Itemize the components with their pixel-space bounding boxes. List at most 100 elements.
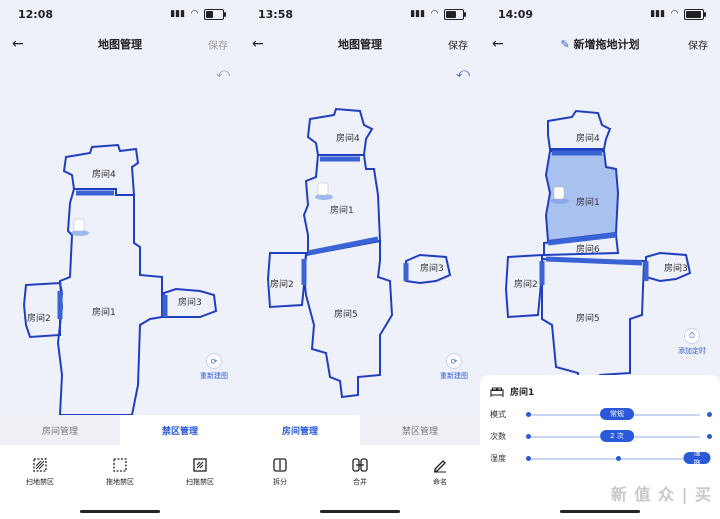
slider-thumb[interactable]: 常规 — [600, 408, 634, 420]
tool-label: 合并 — [353, 478, 367, 486]
room-outline-2 — [22, 281, 64, 339]
room-outline-1 — [56, 188, 163, 415]
slider-thumb[interactable]: 湿拖 — [683, 449, 711, 467]
undo-icon[interactable]: ⤺ — [456, 66, 470, 81]
home-indicator — [80, 510, 160, 513]
save-button[interactable]: 保存 — [688, 40, 708, 52]
room-label: 房间3 — [420, 262, 444, 274]
hatched-square-icon — [33, 458, 47, 472]
pencil-icon — [434, 460, 446, 473]
status-icons: ▮▮▮ ◠ — [650, 8, 706, 20]
status-icons: ▮▮▮ ◠ — [170, 8, 226, 20]
signal-icon: ▮▮▮ — [410, 9, 426, 19]
add-timer-button[interactable]: ⏱ 添加定时 — [678, 328, 706, 356]
signal-icon: ▮▮▮ — [650, 9, 666, 19]
wifi-icon: ◠ — [671, 9, 678, 19]
door-1-6 — [547, 232, 617, 246]
status-time: 12:08 — [18, 7, 54, 21]
slider-label: 模式 — [490, 410, 506, 419]
page-title-text: 新增拖地计划 — [573, 38, 640, 51]
room-label: 房间3 — [178, 296, 202, 308]
back-button[interactable]: ← — [12, 36, 24, 52]
battery-fill — [206, 10, 213, 18]
rebuild-icon: ⟳ — [446, 353, 462, 369]
tool-label: 拖地禁区 — [106, 478, 134, 486]
floor-map[interactable]: 房间4 房间1 房间6 房间2 房间3 房间5 — [480, 85, 720, 415]
tab-forbidden-zone-management[interactable]: 禁区管理 — [120, 415, 240, 445]
undo-icon[interactable]: ⤺ — [216, 66, 230, 81]
slider-track[interactable] — [526, 458, 700, 460]
tab-room-management[interactable]: 房间管理 — [240, 415, 360, 445]
back-button[interactable]: ← — [252, 36, 264, 52]
rebuild-map-button[interactable]: ⟳ 重新建图 — [440, 353, 468, 381]
wifi-icon: ◠ — [431, 9, 438, 19]
room-label: 房间1 — [576, 196, 600, 208]
robot-icon — [71, 218, 89, 236]
mop-forbidden-zone-button[interactable]: 拖地禁区 — [90, 457, 150, 487]
screen-new-mop-plan: 14:09 ▮▮▮ ◠ ← ✎ 新增拖地计划 保存 — [480, 0, 720, 519]
tool-label: 命名 — [433, 478, 447, 486]
room-label: 房间5 — [334, 308, 358, 320]
nav-bar: ← 地图管理 保存 — [240, 32, 480, 56]
status-icons: ▮▮▮ ◠ — [410, 8, 466, 20]
room-label: 房间2 — [27, 312, 51, 324]
nav-bar: ← ✎ 新增拖地计划 保存 — [480, 32, 720, 56]
humidity-slider[interactable]: 湿度 湿拖 — [490, 448, 711, 468]
slider-stop — [616, 456, 621, 461]
merge-icon — [352, 458, 368, 472]
split-icon — [273, 458, 287, 472]
tab-forbidden-zone-management[interactable]: 禁区管理 — [360, 415, 480, 445]
fab-label: 重新建图 — [200, 372, 228, 380]
tab-bar: 房间管理 禁区管理 — [240, 415, 480, 445]
room-label: 房间4 — [576, 132, 600, 144]
room-label: 房间4 — [336, 132, 360, 144]
battery-icon — [444, 8, 466, 20]
split-button[interactable]: 拆分 — [250, 457, 310, 487]
tool-label: 拆分 — [273, 478, 287, 486]
dashed-square-icon — [113, 458, 127, 472]
screen-map-management-room: 13:58 ▮▮▮ ◠ ← 地图管理 保存 ⤺ — [240, 0, 480, 519]
tab-bar: 房间管理 禁区管理 — [0, 415, 240, 445]
slider-thumb[interactable]: 2 次 — [600, 430, 634, 442]
pencil-icon: ✎ — [560, 38, 574, 51]
room-outline-3 — [405, 253, 452, 285]
striped-square-icon — [193, 458, 207, 472]
room-label: 房间5 — [576, 312, 600, 324]
slider-stop — [707, 434, 712, 439]
panel-header: 房间1 — [480, 375, 720, 402]
page-title: 地图管理 — [98, 38, 142, 51]
battery-fill — [446, 10, 456, 18]
slider-stop — [526, 434, 531, 439]
save-button[interactable]: 保存 — [448, 40, 468, 52]
alarm-clock-icon: ⏱ — [684, 328, 700, 344]
rebuild-icon: ⟳ — [206, 353, 222, 369]
floor-map[interactable]: 房间4 房间1 房间2 房间3 房间5 — [240, 85, 480, 415]
slider-label: 次数 — [490, 432, 506, 441]
tab-room-management[interactable]: 房间管理 — [0, 415, 120, 445]
rename-button[interactable]: 命名 — [410, 457, 470, 487]
bottom-sheet: 房间管理 禁区管理 拆分 合并 命名 — [240, 415, 480, 519]
wifi-icon: ◠ — [191, 9, 198, 19]
page-title: ✎ 新增拖地计划 — [480, 36, 720, 52]
room-label: 房间2 — [270, 278, 294, 290]
save-button[interactable]: 保存 — [208, 40, 228, 52]
tool-label: 扫地禁区 — [26, 478, 54, 486]
tool-row: 扫地禁区 拖地禁区 扫拖禁区 — [0, 445, 240, 487]
back-button[interactable]: ← — [492, 36, 504, 52]
room-outline-4 — [62, 143, 140, 196]
signal-icon: ▮▮▮ — [170, 9, 186, 19]
merge-button[interactable]: 合并 — [330, 457, 390, 487]
floor-map[interactable]: 房间4 房间1 房间2 房间3 — [0, 85, 240, 415]
room-settings-panel: 房间1 模式 常规 次数 2 次 湿度 湿拖 — [480, 375, 720, 519]
slider-label: 湿度 — [490, 454, 506, 463]
mode-slider[interactable]: 模式 常规 — [490, 404, 712, 424]
battery-fill — [686, 10, 701, 18]
sweep-forbidden-zone-button[interactable]: 扫地禁区 — [10, 457, 70, 487]
room-label: 房间2 — [514, 278, 538, 290]
rebuild-map-button[interactable]: ⟳ 重新建图 — [200, 353, 228, 381]
room-outline-4 — [306, 107, 374, 156]
sweep-mop-forbidden-zone-button[interactable]: 扫拖禁区 — [170, 457, 230, 487]
watermark: 新 值 众 | 买 — [610, 485, 712, 504]
times-slider[interactable]: 次数 2 次 — [490, 426, 712, 446]
robot-icon — [315, 182, 333, 200]
